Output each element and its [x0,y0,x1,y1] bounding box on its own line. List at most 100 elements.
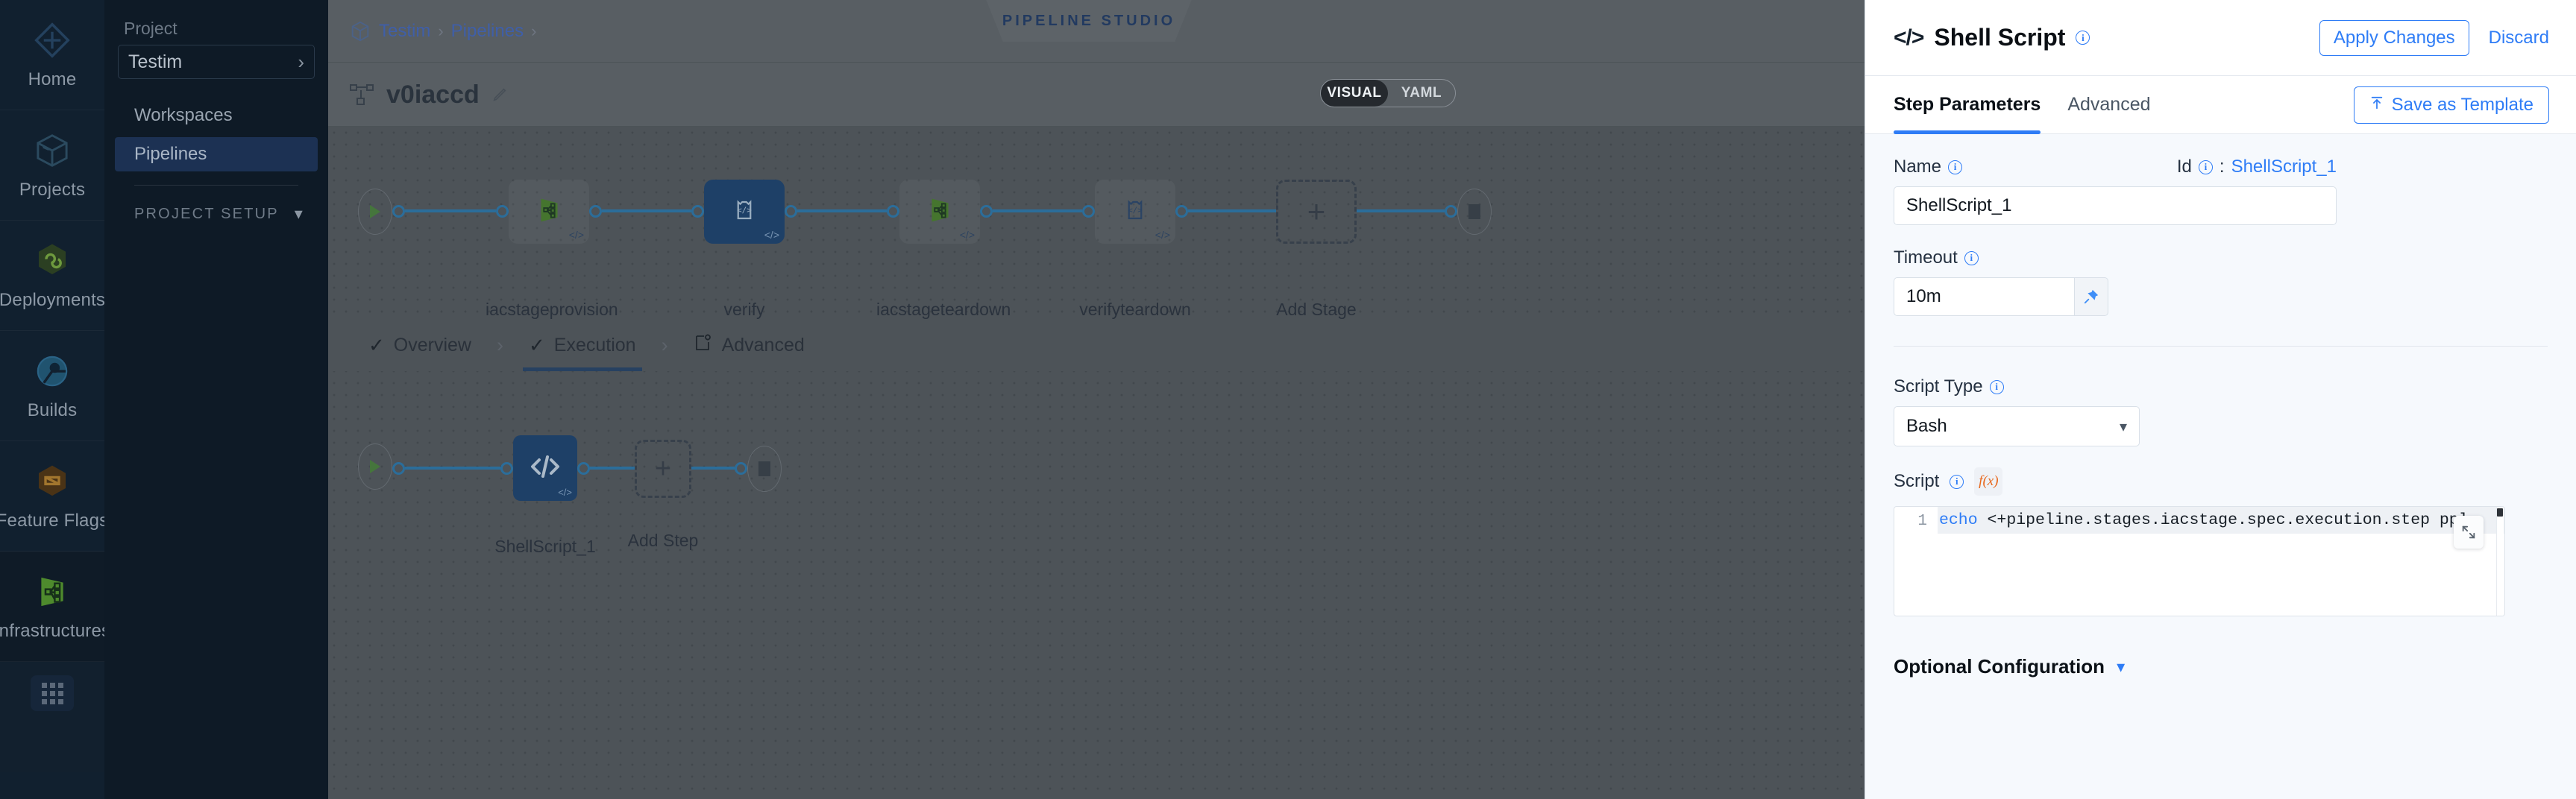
step-card[interactable]: </> [513,435,577,501]
project-setup-section[interactable]: PROJECT SETUP ▾ [115,199,318,229]
chevron-down-icon: ▾ [2117,657,2126,676]
view-mode-yaml[interactable]: YAML [1401,85,1442,101]
code-corner-icon: </> [1155,229,1170,241]
info-icon[interactable]: i [1950,474,1964,489]
port [785,205,797,218]
stage-card[interactable]: </> </> [1095,180,1175,244]
apply-changes-button[interactable]: Apply Changes [2319,19,2469,56]
sidebar-item-home[interactable]: Home [0,0,104,110]
code-corner-icon: </> [568,229,584,241]
svg-text:</>: </> [1128,205,1143,215]
info-icon[interactable]: i [2076,31,2090,45]
script-editor[interactable]: 1 echo <+pipeline.stages.iacstage.spec.e… [1894,506,2505,616]
script-type-label-text: Script Type [1894,376,1983,397]
expand-icon[interactable] [2454,516,2484,549]
stage-graph: </> iacstageprovision </> [328,127,2576,320]
port [887,205,899,218]
stage-node-iacstageprovision[interactable]: </> iacstageprovision [486,170,618,319]
script-editor-line: 1 echo <+pipeline.stages.iacstage.spec.e… [1894,507,2504,537]
edit-pencil-icon[interactable] [491,86,508,103]
tab-execution-label: Execution [553,334,636,356]
tab-panel-advanced[interactable]: Advanced [2067,94,2151,115]
upload-template-icon [2369,95,2384,116]
sidebar-item-infrastructures[interactable]: Infrastructures [0,552,110,662]
optional-configuration-section[interactable]: Optional Configuration ▾ [1894,655,2548,678]
apps-grid-icon[interactable] [31,675,74,711]
project-selector[interactable]: Testim › [118,45,315,79]
tab-overview-label: Overview [393,334,471,356]
pin-icon[interactable] [2074,277,2108,316]
script-code-text[interactable]: echo <+pipeline.stages.iacstage.spec.exe… [1938,507,2504,534]
sidebar-item-projects[interactable]: Projects [0,110,104,221]
sidebar-item-workspaces[interactable]: Workspaces [115,98,318,133]
editor-scrollbar-thumb[interactable] [2497,508,2503,517]
plus-icon[interactable]: + [1276,180,1357,244]
project-cube-icon [349,20,371,42]
sidebar-item-builds[interactable]: Builds [0,331,104,441]
id-value: ShellScript_1 [2231,157,2337,177]
port [1082,205,1095,218]
script-label-text: Script [1894,471,1940,491]
view-mode-visual[interactable]: VISUAL [1321,80,1388,107]
port [577,462,590,475]
expression-fx-button[interactable]: f(x) [1974,467,2003,496]
custom-stage-icon: </> [1119,194,1152,230]
add-stage-button[interactable]: + Add Stage [1276,170,1357,319]
stage-card[interactable]: </> [899,180,980,244]
pipeline-start-node [358,189,392,235]
plus-icon[interactable]: + [635,440,691,498]
id-separator: : [2219,157,2225,177]
tab-advanced[interactable]: Advanced [674,319,824,371]
tab-step-parameters[interactable]: Step Parameters [1894,76,2041,134]
project-sidebar: Project Testim › Workspaces Pipelines PR… [104,0,328,799]
sidebar-item-deployments-label: Deployments [0,289,106,310]
sidebar-item-infrastructures-label: Infrastructures [0,620,111,641]
stage-node-verify[interactable]: </> </> verify [704,170,785,319]
stage-node-verifyteardown[interactable]: </> </> verifyteardown [1079,170,1191,319]
info-icon[interactable]: i [1989,379,2004,394]
info-icon[interactable]: i [2198,160,2213,174]
stage-card[interactable]: </> </> [704,180,785,244]
sidebar-divider [134,185,298,186]
timeout-input[interactable]: 10m [1894,277,2074,316]
editor-scrollbar[interactable] [2496,508,2504,616]
tab-execution[interactable]: ✓ Execution [509,319,656,371]
stage-node-iacstageteardown[interactable]: </> iacstageteardown [876,170,1011,319]
breadcrumb-link-pipelines[interactable]: Pipelines [450,21,524,41]
step-start-node [358,443,392,490]
sidebar-item-builds-label: Builds [27,400,78,420]
sidebar-item-deployments[interactable]: Deployments [0,221,106,331]
port [500,462,513,475]
info-icon[interactable]: i [1948,160,1963,174]
name-id-row: Name i Id i : ShellScript_1 [1894,157,2337,177]
sidebar-item-projects-label: Projects [19,179,86,200]
port [1445,205,1457,218]
stage-card[interactable]: </> [509,180,589,244]
stage-link [1188,209,1276,212]
add-step-label: Add Step [627,531,699,550]
stage-link [993,209,1082,212]
step-link [691,467,735,470]
panel-body: Name i Id i : ShellScript_1 ShellScript_… [1865,134,2576,678]
sidebar-item-pipelines[interactable]: Pipelines [115,137,318,171]
breadcrumb-link-project[interactable]: Testim [379,21,431,41]
tab-overview[interactable]: ✓ Overview [349,319,491,371]
code-angle-icon: </> [1894,25,1924,50]
script-keyword: echo [1939,511,1978,529]
custom-stage-icon: </> [728,194,761,230]
project-setup-label: PROJECT SETUP [134,205,279,222]
view-mode-toggle[interactable]: VISUAL YAML [1320,79,1456,107]
step-node-shellscript-1[interactable]: </> ShellScript_1 [494,425,596,556]
sidebar-item-feature-flags[interactable]: Feature Flags [0,441,108,552]
timeout-label: Timeout i [1894,247,2548,268]
chevron-down-icon: ▾ [294,204,304,223]
save-as-template-button[interactable]: Save as Template [2353,86,2549,124]
discard-button[interactable]: Discard [2488,27,2549,48]
add-step-button[interactable]: + Add Step [628,425,698,550]
line-number: 1 [1917,513,1927,530]
flag-hex-icon [32,461,72,502]
name-input[interactable]: ShellScript_1 [1894,186,2337,225]
port [589,205,602,218]
info-icon[interactable]: i [1964,250,1979,265]
script-type-select[interactable]: Bash ▾ [1894,406,2140,446]
